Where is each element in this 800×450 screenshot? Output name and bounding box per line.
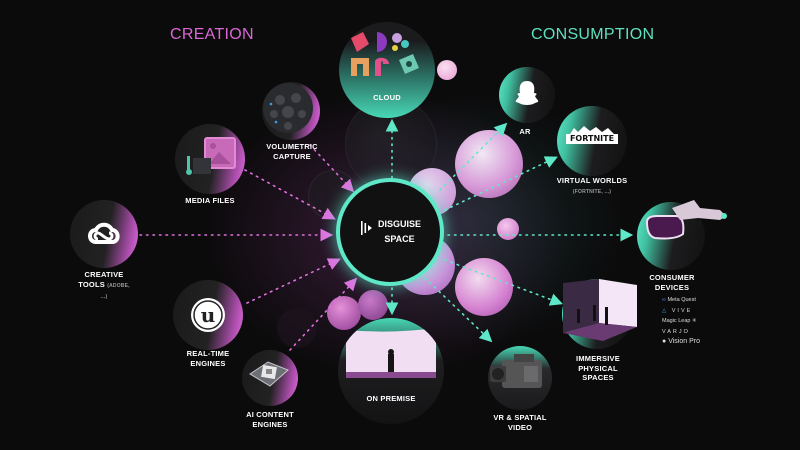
real-time-engines-node[interactable]: u bbox=[173, 280, 243, 350]
video-camera-icon bbox=[490, 354, 542, 388]
decorative-bubble bbox=[327, 296, 361, 330]
decorative-bubble bbox=[358, 290, 388, 320]
cloud-shapes-icon bbox=[351, 32, 419, 76]
ai-content-engines-node[interactable] bbox=[242, 350, 298, 406]
svg-text:u: u bbox=[201, 303, 216, 327]
snapchat-ghost-icon bbox=[515, 81, 539, 105]
vr-headset-strap-icon bbox=[672, 200, 727, 220]
cloud-label: CLOUD bbox=[373, 93, 401, 102]
vision-pro-logo: ● Vision Pro bbox=[662, 338, 700, 345]
vive-logo: △ VIVE bbox=[662, 307, 693, 314]
media-files-node[interactable] bbox=[175, 124, 245, 194]
immersive-room-icon bbox=[563, 279, 637, 341]
varjo-logo: VARJO bbox=[662, 328, 690, 335]
volumetric-capture-node[interactable] bbox=[262, 82, 320, 140]
meta-quest-logo: ∞ Meta Quest bbox=[662, 297, 696, 303]
creative-cloud-icon bbox=[88, 222, 120, 244]
ar-node[interactable] bbox=[499, 67, 555, 123]
ai-chip-icon bbox=[249, 361, 289, 387]
creative-tools-label: CREATIVE TOOLS (ADOBE, ...) bbox=[78, 270, 130, 300]
volumetric-camera-icon bbox=[263, 83, 313, 133]
media-files-label: MEDIA FILES bbox=[185, 196, 235, 205]
led-stage-icon bbox=[346, 328, 436, 378]
creation-heading: CREATION bbox=[170, 26, 254, 43]
decorative-bubble bbox=[455, 130, 523, 198]
cloud-node[interactable]: CLOUD bbox=[339, 22, 435, 118]
consumption-heading: CONSUMPTION bbox=[531, 26, 655, 43]
on-premise-node[interactable]: ON PREMISE bbox=[338, 318, 444, 424]
virtual-worlds-label: VIRTUAL WORLDS(FORTNITE, ...) bbox=[556, 176, 628, 195]
disguise-logo-icon bbox=[361, 221, 372, 235]
consumer-device-brand-list: ∞ Meta Quest △ VIVE Magic Leap ✳ VARJO ●… bbox=[662, 295, 700, 348]
vr-headset-icon bbox=[645, 215, 685, 240]
magic-leap-logo: Magic Leap ✳ bbox=[662, 318, 697, 324]
creative-tools-node[interactable] bbox=[70, 200, 138, 268]
decorative-bubble bbox=[277, 308, 317, 348]
fortnite-logo-icon: FORTNITE bbox=[566, 126, 618, 152]
on-premise-label: ON PREMISE bbox=[366, 394, 416, 403]
virtual-worlds-node[interactable]: FORTNITE bbox=[557, 106, 627, 176]
unreal-engine-icon: u bbox=[191, 298, 225, 332]
vr-spatial-video-node[interactable] bbox=[488, 346, 552, 410]
decorative-bubble bbox=[437, 60, 457, 80]
ar-label: AR bbox=[519, 127, 531, 136]
media-files-icon bbox=[186, 137, 236, 175]
